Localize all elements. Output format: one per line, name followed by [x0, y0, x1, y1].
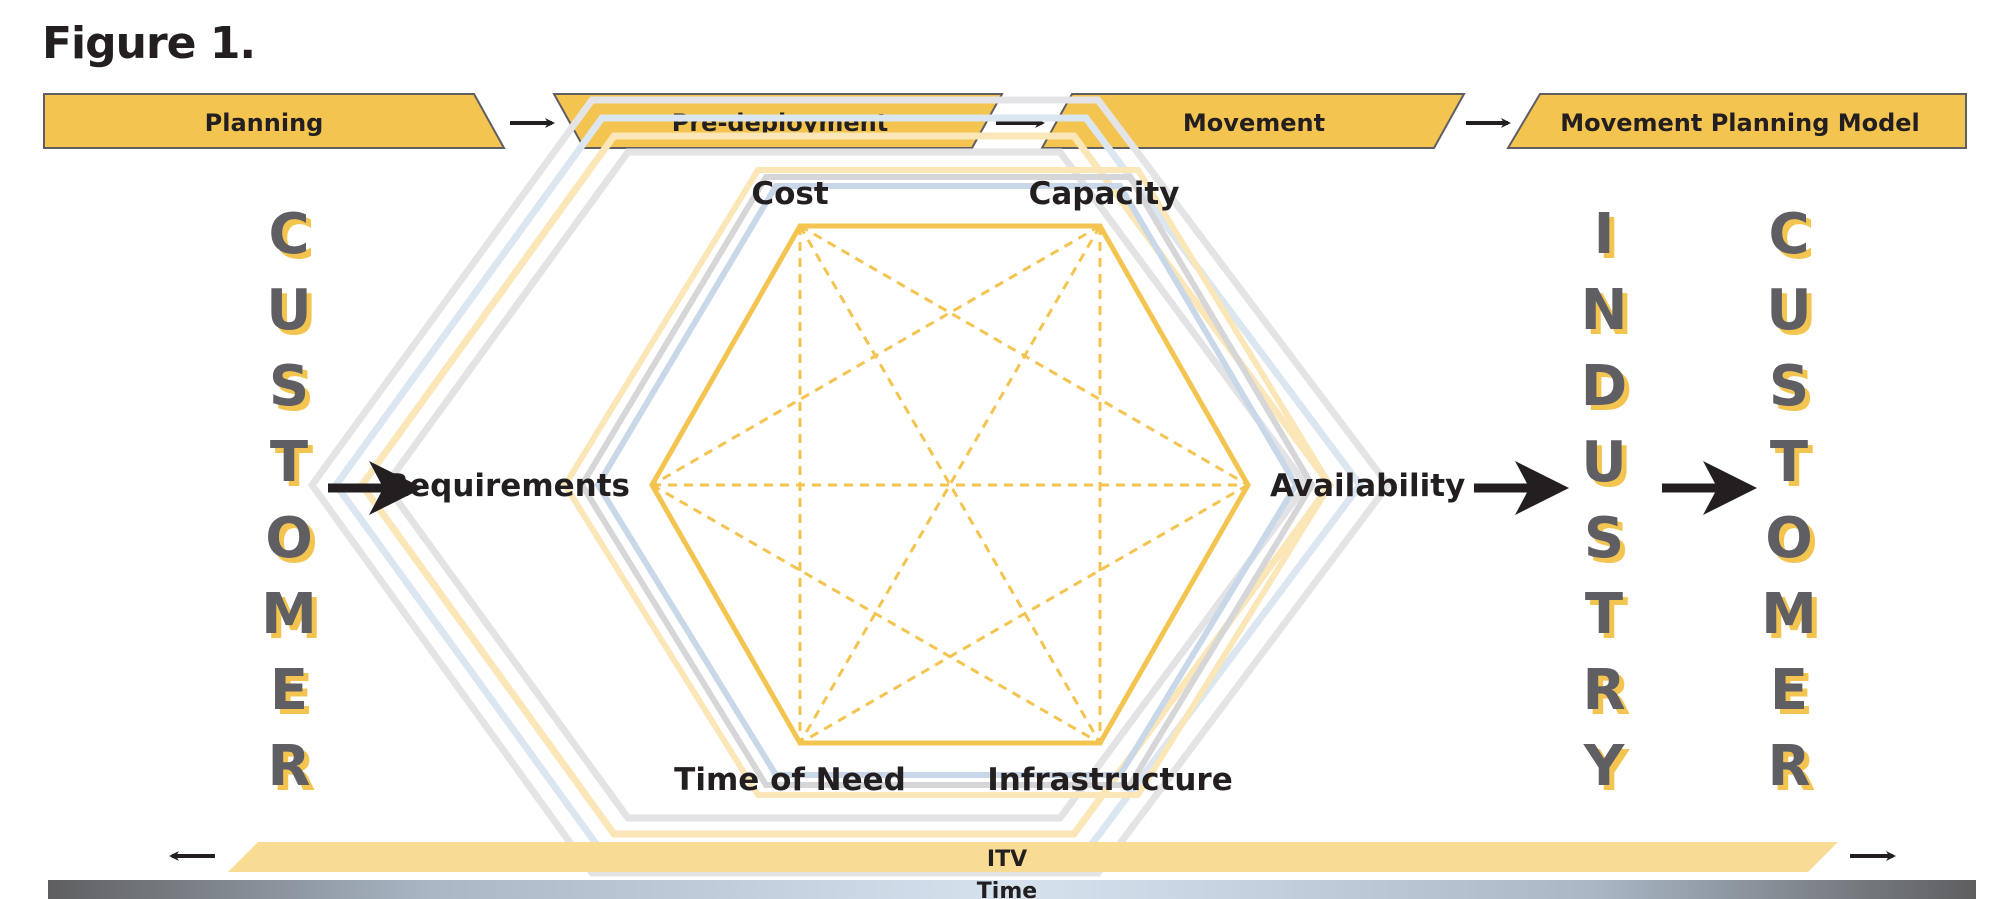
industry-letter: I	[1594, 202, 1615, 267]
node-label-time-of-need: Time of Need	[674, 762, 906, 798]
industry-letter: Y	[1583, 734, 1626, 799]
industry-letter: N	[1581, 278, 1628, 343]
left-customer-letter-shadow: T	[275, 435, 313, 500]
industry-letter: D	[1581, 354, 1627, 419]
stage-label-pre-deployment: Pre-deployment	[672, 109, 889, 137]
right-customer-letter: C	[1768, 202, 1809, 267]
right-customer-letter: T	[1770, 430, 1808, 495]
stage-banner-movement-planning-model: Movement Planning Model	[1506, 93, 1967, 149]
node-label-infrastructure: Infrastructure	[987, 762, 1233, 798]
right-customer-letter-shadow: C	[1773, 207, 1814, 272]
stage-label-movement: Movement	[1183, 109, 1325, 137]
industry-letter-shadow: R	[1587, 663, 1630, 728]
stage-label-movement-planning-model: Movement Planning Model	[1560, 109, 1920, 137]
right-customer-letter-shadow: O	[1770, 511, 1818, 576]
right-customer-letter: S	[1769, 354, 1809, 419]
time-label: Time	[977, 879, 1037, 899]
industry-letter-shadow: D	[1586, 359, 1632, 424]
right-customer-letter-shadow: E	[1775, 663, 1813, 728]
hexagon-connections	[651, 224, 1249, 745]
right-customer-letter-shadow: T	[1775, 435, 1813, 500]
left-customer-letter: S	[269, 354, 309, 419]
right-customer-letter: R	[1767, 734, 1810, 799]
left-customer-letter: E	[270, 658, 308, 723]
right-customer-letter: U	[1766, 278, 1811, 343]
left-customer-letter: C	[268, 202, 309, 267]
left-customer-letter: M	[261, 582, 317, 647]
left-customer-letter: U	[266, 278, 311, 343]
industry-letter: R	[1582, 658, 1625, 723]
main-hexagon	[649, 223, 1251, 746]
industry-letter: U	[1581, 430, 1626, 495]
right-customer-letter-shadow: R	[1772, 739, 1815, 804]
industry-letter: T	[1585, 582, 1623, 647]
left-customer-letter: O	[265, 506, 313, 571]
left-customer-letter: T	[270, 430, 308, 495]
right-customer-letter: E	[1770, 658, 1808, 723]
node-label-availability: Availability	[1270, 468, 1465, 504]
node-label-cost: Cost	[751, 176, 828, 212]
industry-letter-shadow: S	[1589, 511, 1629, 576]
right-customer-letter: M	[1761, 582, 1817, 647]
left-customer-letter: R	[267, 734, 310, 799]
right-customer-letter-shadow: S	[1774, 359, 1814, 424]
left-customer-letter-shadow: U	[271, 283, 316, 348]
left-customer-letter-shadow: C	[273, 207, 314, 272]
industry-letter-shadow: U	[1586, 435, 1631, 500]
left-customer-letter-shadow: E	[275, 663, 313, 728]
figure-title: Figure 1.	[42, 18, 256, 69]
stage-banner-planning: Planning	[43, 93, 506, 149]
industry-letter-shadow: N	[1586, 283, 1633, 348]
right-customer-letter: O	[1765, 506, 1813, 571]
node-label-requirements: Requirements	[385, 468, 630, 504]
industry-letter-shadow: T	[1590, 587, 1628, 652]
stage-banner-movement: Movement	[1040, 93, 1466, 149]
time-bar	[48, 880, 1976, 899]
left-customer-letter-shadow: M	[266, 587, 322, 652]
itv-bar	[228, 842, 1838, 872]
left-customer-letter-shadow: R	[272, 739, 315, 804]
industry-letter-shadow: I	[1599, 207, 1620, 272]
industry-letter: S	[1584, 506, 1624, 571]
itv-label: ITV	[987, 847, 1027, 872]
right-customer-letter-shadow: U	[1771, 283, 1816, 348]
left-customer-letter-shadow: O	[270, 511, 318, 576]
stage-label-planning: Planning	[205, 109, 324, 137]
left-customer-letter-shadow: S	[274, 359, 314, 424]
node-label-capacity: Capacity	[1029, 176, 1180, 212]
right-customer-letter-shadow: M	[1766, 587, 1822, 652]
industry-letter-shadow: Y	[1588, 739, 1631, 804]
